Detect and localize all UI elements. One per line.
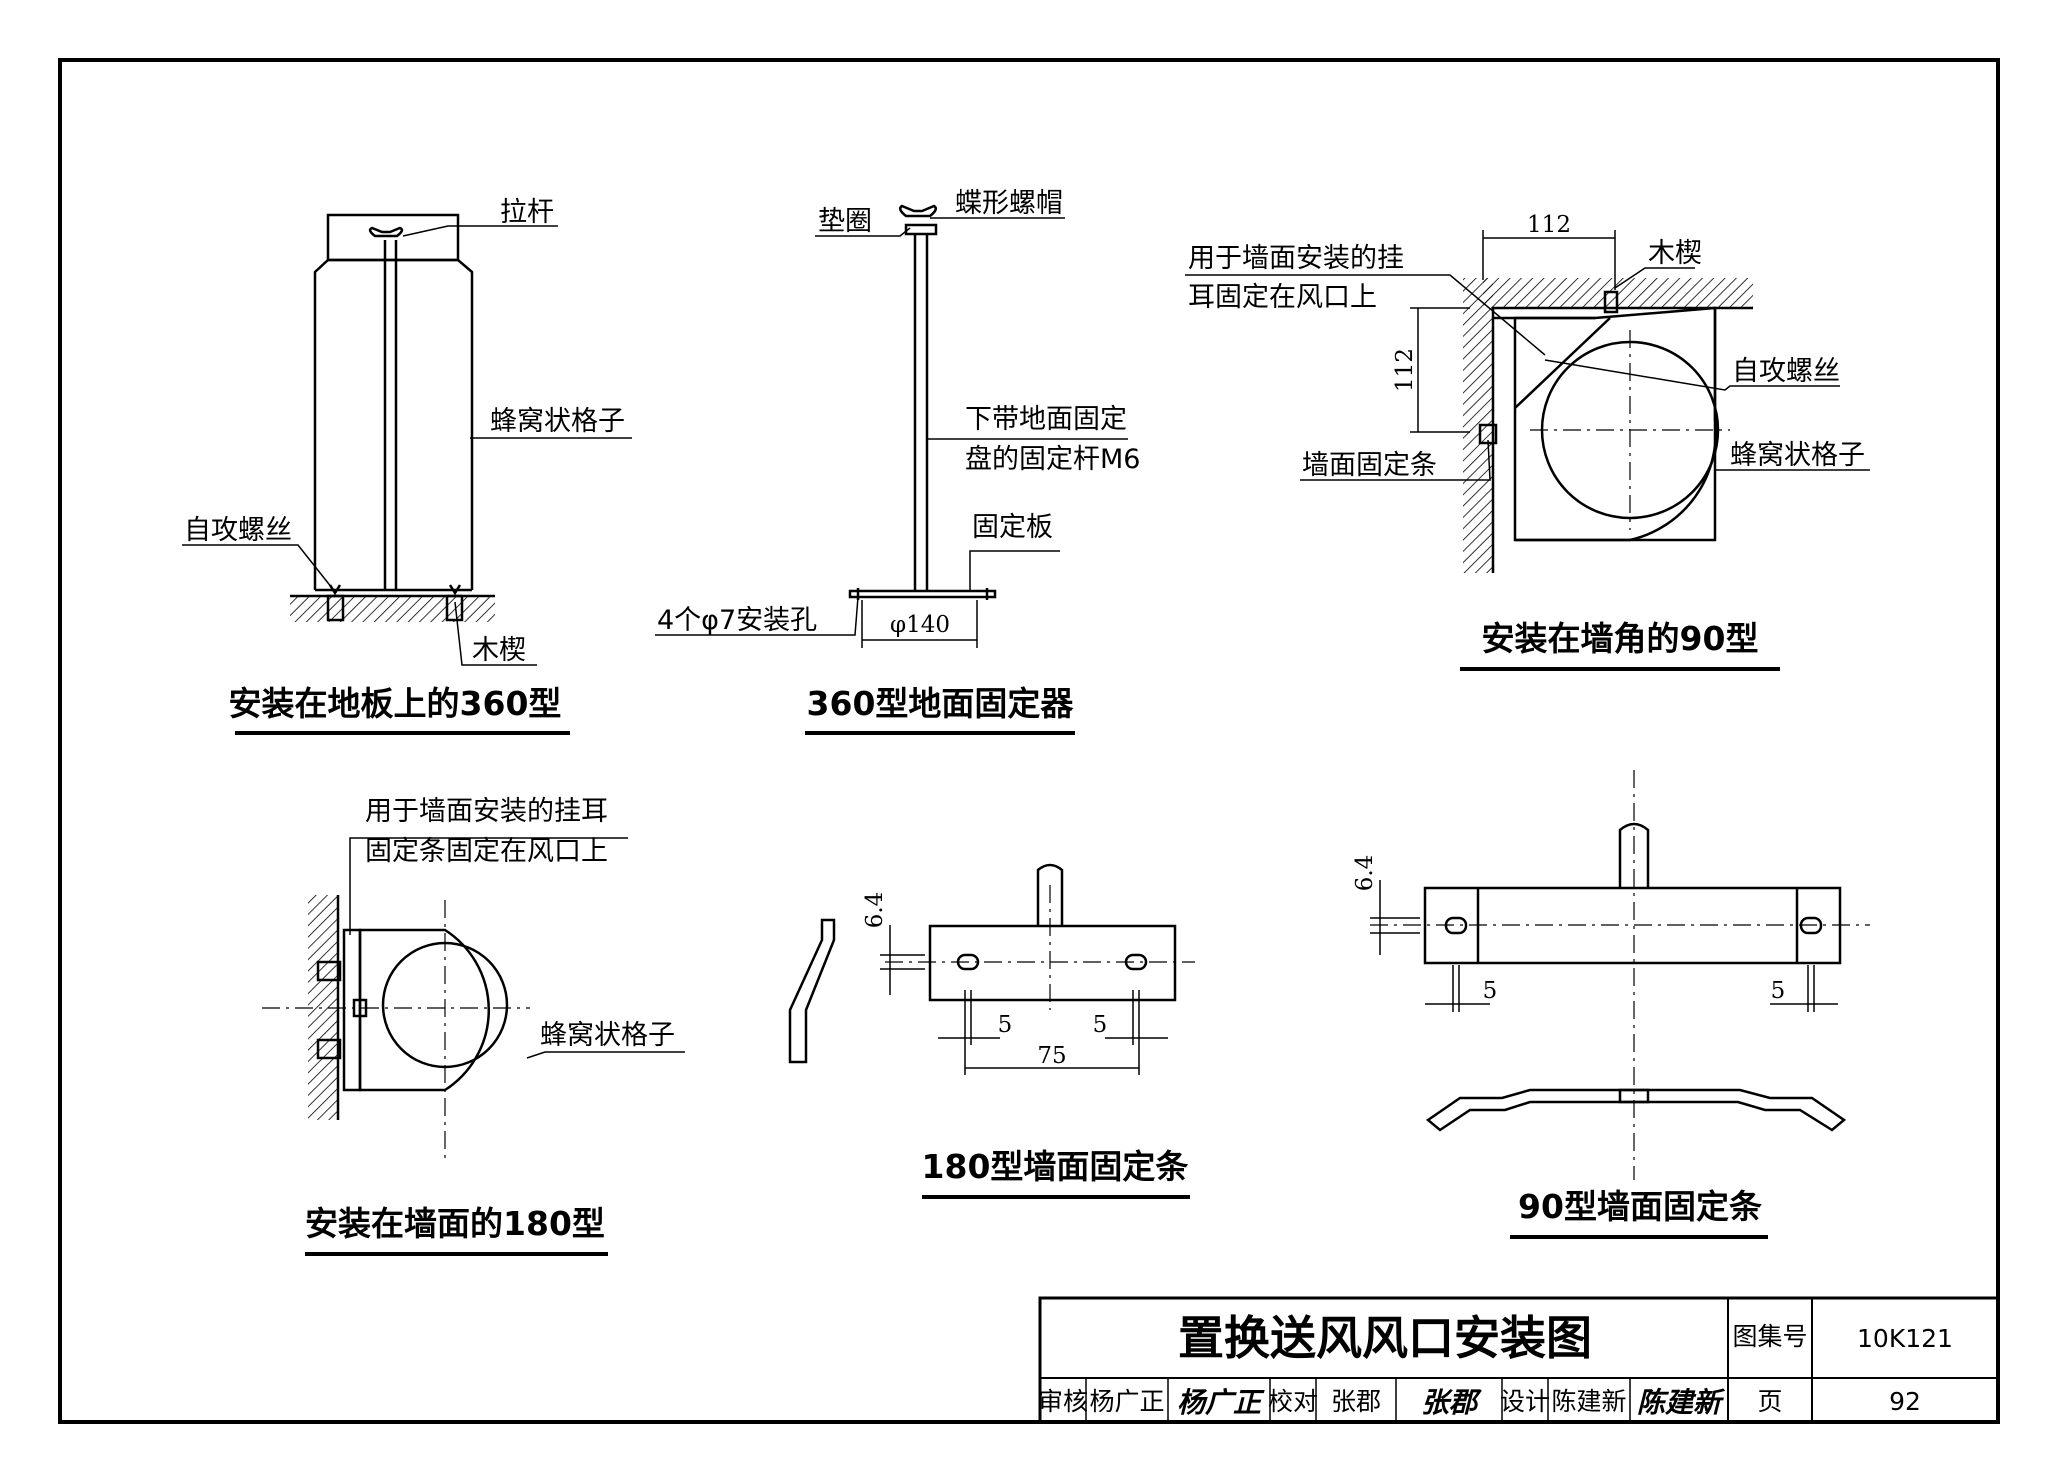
floor360-grille-label: 蜂窝状格子 (490, 406, 625, 437)
strip180-centerlines (885, 885, 1195, 1010)
corner90-horizontal-dim: 112 (1527, 212, 1571, 238)
fixer360-leaders (655, 217, 1128, 648)
checker-name: 张郡 (1331, 1387, 1381, 1416)
reviewer-signature: 杨广正 (1177, 1386, 1265, 1419)
wall180-centerlines (262, 900, 530, 1160)
check-label: 校对 (1268, 1387, 1318, 1416)
drawing-title: 置换送风风口安装图 (1178, 1311, 1592, 1365)
strip90-dims (1370, 880, 1838, 1012)
floor360-view (290, 213, 495, 622)
strip180-slot-height-dim: 6.4 (862, 892, 888, 929)
corner90-ear-label-1: 用于墙面安装的挂 (1188, 243, 1404, 274)
strip90-side-profile (1425, 1088, 1847, 1132)
corner90-vertical-dim: 112 (1392, 348, 1418, 392)
fixer360-rod-label-2: 盘的固定杆M6 (965, 444, 1140, 475)
floor360-wedge-label: 木楔 (472, 635, 526, 666)
strip180-bar (928, 924, 1177, 1002)
strip90-left-slot-dim: 5 (1483, 978, 1498, 1004)
review-label: 审核 (1038, 1387, 1088, 1416)
strip180-span-dim: 75 (1037, 1043, 1066, 1069)
floor360-wedge-left (326, 594, 345, 622)
fixer360-rod-label-1: 下带地面固定 (965, 404, 1127, 435)
corner90-leaders (1185, 230, 1870, 481)
strip180-tab (1036, 863, 1064, 926)
reviewer-name: 杨广正 (1089, 1387, 1164, 1416)
strip180-right-slot-dim: 5 (1093, 1012, 1108, 1038)
corner90-housing (1515, 308, 1717, 542)
fixer360-diameter-dim: φ140 (890, 612, 950, 638)
sheet-border (58, 58, 2000, 1424)
wall180-ear-label-1: 用于墙面安装的挂耳 (365, 796, 608, 827)
strip90-caption: 90型墙面固定条 (1518, 1187, 1762, 1226)
fixer360-plate (848, 589, 997, 599)
corner90-caption: 安装在墙角的90型 (1482, 619, 1759, 658)
page-label: 页 (1757, 1387, 1782, 1416)
floor360-pull-rod-label: 拉杆 (500, 197, 554, 228)
fixer360-holes-label: 4个φ7安装孔 (657, 605, 817, 636)
wall180-caption: 安装在墙面的180型 (305, 1204, 605, 1243)
fixer360-washer (904, 223, 938, 236)
floor360-leaders (182, 225, 632, 666)
page-number: 92 (1889, 1387, 1921, 1416)
fixer360-caption: 360型地面固定器 (807, 684, 1075, 723)
corner90-grille-label: 蜂窝状格子 (1730, 440, 1865, 471)
floor360-caption: 安装在地板上的360型 (229, 684, 562, 723)
corner90-body (1513, 306, 1717, 542)
corner90-centerlines (1530, 330, 1730, 530)
wall180-strip (342, 928, 362, 1092)
wall180-grille-label: 蜂窝状格子 (540, 1020, 675, 1051)
strip180-side-profile (788, 918, 836, 1064)
atlas-number-label: 图集号 (1732, 1322, 1807, 1351)
designer-signature: 陈建新 (1637, 1386, 1726, 1419)
strip90-view (1423, 822, 1847, 1132)
corner90-strip-label: 墙面固定条 (1302, 450, 1437, 481)
corner90-ear-label-2: 耳固定在风口上 (1188, 282, 1377, 313)
floor360-wedge-right (445, 594, 464, 622)
fixer360-view (848, 204, 997, 600)
strip180-left-slot-dim: 5 (998, 1012, 1013, 1038)
corner90-screw-label: 自攻螺丝 (1732, 356, 1840, 387)
strip180-dims (880, 925, 1168, 1075)
floor360-top-cap (326, 213, 460, 262)
fixer360-wingnut-label: 蝶形螺帽 (955, 188, 1063, 219)
corner90-wedge-label: 木楔 (1648, 238, 1702, 269)
checker-signature: 张郡 (1421, 1386, 1482, 1419)
wing-nut (368, 226, 404, 238)
strip90-right-slot-dim: 5 (1771, 978, 1786, 1004)
strip90-centerlines (1370, 770, 1870, 1180)
title-block (1038, 1296, 2000, 1424)
floor360-screw-label: 自攻螺丝 (184, 515, 292, 546)
atlas-number: 10K121 (1857, 1324, 1953, 1353)
fixer360-plate-label: 固定板 (972, 512, 1053, 543)
corner90-wedge-top (1603, 290, 1619, 314)
designer-name: 陈建新 (1551, 1387, 1626, 1416)
wall180-body (358, 928, 491, 1092)
wall180-leaders (349, 837, 685, 1059)
strip180-caption: 180型墙面固定条 (922, 1147, 1189, 1186)
floor360-floor (290, 596, 495, 622)
strip90-tab (1618, 822, 1650, 888)
floor360-body (313, 258, 474, 590)
strip90-slot-height-dim: 6.4 (1352, 855, 1378, 892)
wall180-ear-label-2: 固定条固定在风口上 (365, 836, 608, 867)
strip180-view (788, 863, 1177, 1064)
design-label: 设计 (1500, 1387, 1550, 1416)
fixer360-washer-label: 垫圈 (818, 206, 872, 237)
fixer360-wing-nut (898, 204, 938, 218)
